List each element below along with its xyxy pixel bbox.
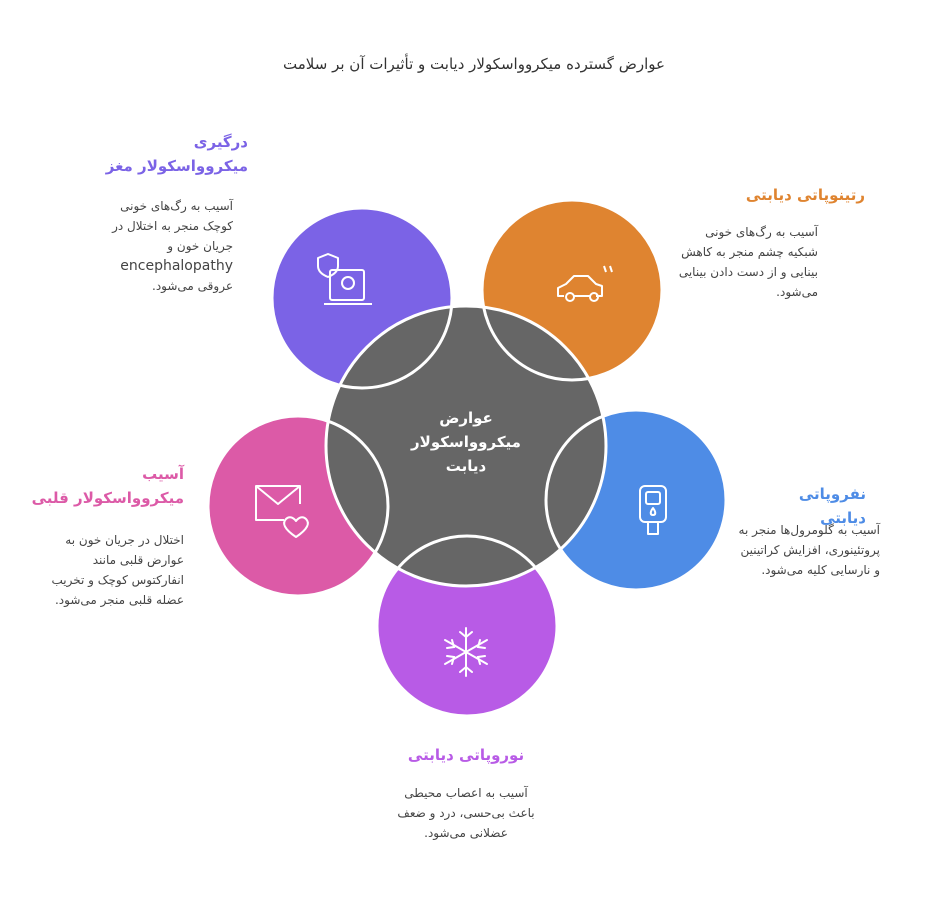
center-line: دیابت	[445, 457, 487, 475]
heading-line: رتینوپاتی دیابتی	[745, 186, 865, 204]
desc-line: شبکیه چشم منجر به کاهش	[681, 245, 818, 259]
desc-line: بینایی و از دست دادن بینایی	[678, 265, 818, 279]
brain-description: آسیب به رگ‌های خونی کوچک منجر به اختلال …	[33, 196, 233, 296]
retinopathy-heading: رتینوپاتی دیابتی	[665, 183, 865, 207]
neuropathy-description: آسیب به اعصاب محیطی باعث بی‌حسی، درد و ض…	[366, 783, 566, 843]
glucose-meter-icon	[639, 485, 667, 535]
desc-line: باعث بی‌حسی، درد و ضعف	[397, 806, 535, 820]
desc-line: آسیب به رگ‌های خونی	[705, 225, 818, 239]
center-line: عوارض	[439, 409, 493, 427]
cardiac-description: اختلال در جریان خون به عوارض قلبی مانند …	[4, 530, 184, 610]
center-label: عوارض میکروواسکولار دیابت	[366, 406, 566, 478]
desc-line: و نارسایی کلیه می‌شود.	[761, 563, 880, 577]
brain-heading: درگیری میکروواسکولار مغز	[28, 130, 248, 178]
desc-line: انفارکتوس کوچک و تخریب	[51, 573, 184, 587]
desc-line: عروقی می‌شود.	[152, 279, 233, 293]
cardiac-heading: آسیب میکروواسکولار قلبی	[0, 462, 184, 510]
desc-line: عضلانی می‌شود.	[424, 826, 508, 840]
desc-line: جریان خون و	[167, 239, 233, 253]
petal-outlines	[206, 198, 728, 718]
desc-line: عضله قلبی منجر می‌شود.	[54, 593, 184, 607]
center-line: میکروواسکولار	[411, 433, 521, 451]
retinopathy-description: آسیب به رگ‌های خونی شبکیه چشم منجر به کا…	[660, 222, 818, 302]
heading-line: آسیب	[142, 465, 184, 483]
laptop-skull-shield-icon	[317, 253, 372, 305]
petal-neuropathy	[377, 536, 557, 716]
page-title: عوارض گسترده میکروواسکولار دیابت و تأثیر…	[283, 55, 665, 73]
car-icon	[557, 265, 613, 302]
desc-line: کوچک منجر به اختلال در	[112, 219, 233, 233]
desc-line: آسیب به گلومرول‌ها منجر به	[738, 523, 880, 537]
heading-line: نفروپاتی دیابتی	[798, 485, 866, 527]
desc-line: اختلال در جریان خون به	[65, 533, 184, 547]
snowflake-icon	[444, 627, 488, 677]
heading-line: میکروواسکولار قلبی	[31, 489, 184, 507]
heading-line: نوروپاتی دیابتی	[407, 746, 525, 764]
desc-line: آسیب به اعصاب محیطی	[404, 786, 528, 800]
desc-line: عوارض قلبی مانند	[92, 553, 184, 567]
desc-line: می‌شود.	[776, 285, 818, 299]
neuropathy-heading: نوروپاتی دیابتی	[366, 743, 566, 767]
center-circle	[324, 304, 608, 588]
desc-line: آسیب به رگ‌های خونی	[120, 199, 233, 213]
nephropathy-heading: نفروپاتی دیابتی	[750, 482, 866, 530]
desc-line: encephalopathy	[120, 258, 233, 274]
heading-line: درگیری	[193, 133, 248, 151]
heart-mail-icon	[255, 485, 309, 538]
nephropathy-description: آسیب به گلومرول‌ها منجر به پروتئینوری، ا…	[730, 520, 880, 580]
heading-line: میکروواسکولار مغز	[105, 157, 248, 175]
desc-line: پروتئینوری، افزایش کراتینین	[740, 543, 880, 557]
